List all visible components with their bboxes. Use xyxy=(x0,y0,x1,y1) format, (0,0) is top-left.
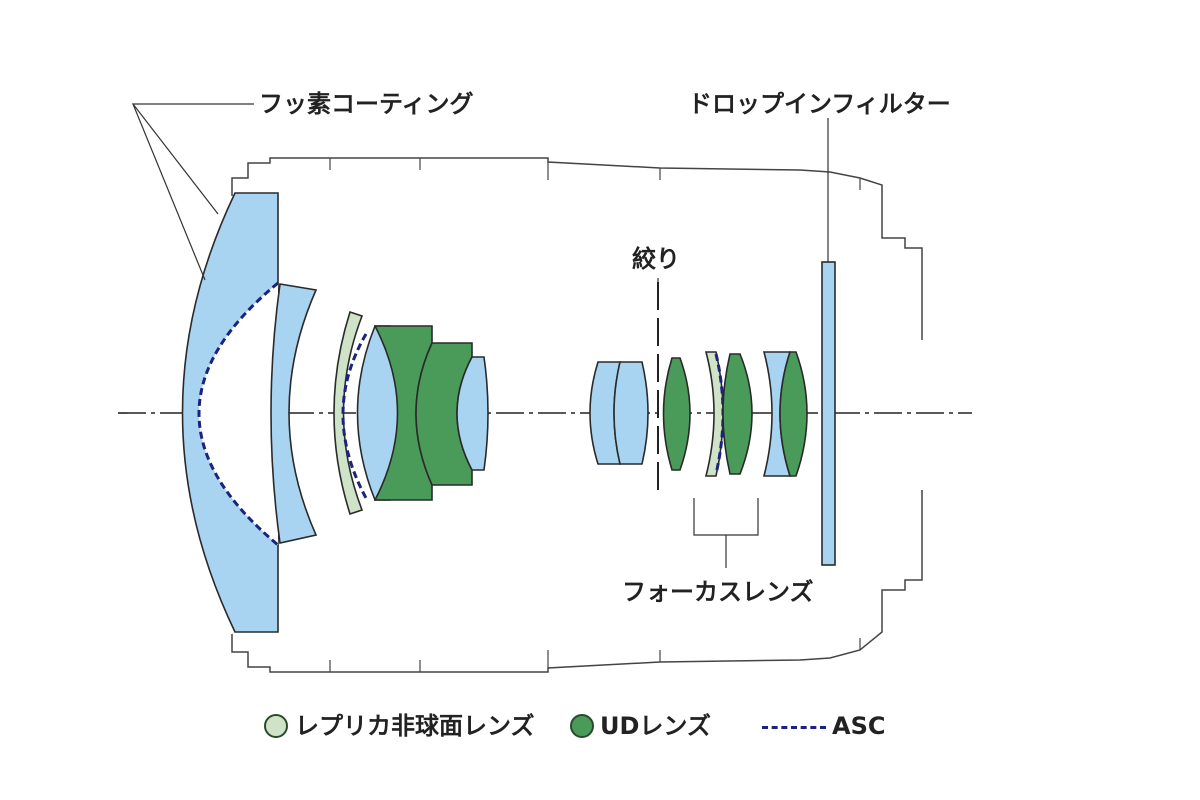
asc-coating-front xyxy=(197,281,279,547)
lens-element-3-replica-aspherical xyxy=(333,310,364,516)
drop-in-filter-element xyxy=(821,261,836,566)
legend-replica-aspherical-label: レプリカ非球面レンズ xyxy=(295,712,535,740)
barrel-outline-top xyxy=(231,157,923,340)
leader-lines xyxy=(131,103,829,568)
lens-element-9 xyxy=(613,361,649,465)
lens-element-7 xyxy=(456,356,489,471)
barrel-grip-ticks xyxy=(329,158,861,672)
asc-coating-element-3 xyxy=(341,333,368,499)
lens-element-2 xyxy=(270,283,318,544)
label-fluorine-coating: フッ素コーティング xyxy=(259,90,474,118)
lens-element-12-ud xyxy=(722,353,753,475)
legend-ud-lens-swatch xyxy=(570,714,594,738)
lens-element-10-ud xyxy=(662,357,691,471)
label-focus-lens: フォーカスレンズ xyxy=(622,578,814,606)
lens-element-11-replica-aspherical xyxy=(704,351,724,477)
legend-replica-aspherical-swatch xyxy=(264,714,288,738)
legend-ud-lens-label: UDレンズ xyxy=(600,712,711,740)
label-aperture: 絞り xyxy=(632,245,680,273)
legend-asc-label: ASC xyxy=(832,712,886,740)
barrel-outline-bottom xyxy=(231,490,923,673)
label-drop-in-filter: ドロップインフィルター xyxy=(688,90,951,118)
legend-asc-dash xyxy=(762,726,826,729)
lens-element-14-ud xyxy=(779,351,808,477)
